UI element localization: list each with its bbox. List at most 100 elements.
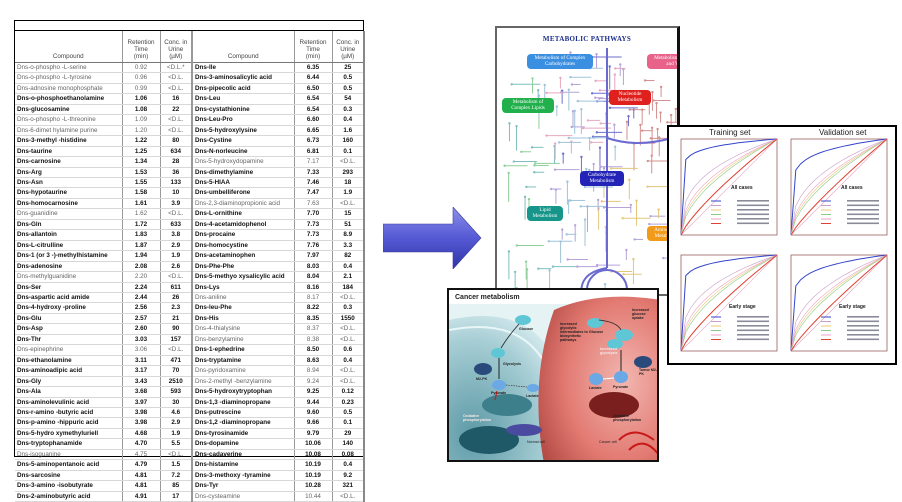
concentration-cell: <D.L. xyxy=(331,365,365,377)
retention-time-cell: 1.83 xyxy=(121,229,160,241)
concentration-cell: 133 xyxy=(159,177,192,189)
pathway-node xyxy=(515,244,519,247)
pathway-node xyxy=(566,258,569,261)
pathway-node xyxy=(553,168,557,171)
pathway-node xyxy=(622,273,625,276)
pathway-node xyxy=(588,168,591,172)
roc-legend-auc-text xyxy=(737,213,769,216)
pathway-node xyxy=(595,131,599,134)
retention-time-cell: 3.11 xyxy=(121,355,160,367)
pathway-node xyxy=(533,171,536,174)
retention-time-cell: 9.79 xyxy=(293,428,332,440)
compound-cell: Dns-L-ornithine xyxy=(191,208,294,220)
retention-time-cell: 8.94 xyxy=(293,365,332,377)
concentration-cell: 80 xyxy=(159,135,192,147)
retention-time-cell: 4.81 xyxy=(121,480,160,492)
compound-cell: Dns-5-methyo xysalicylic acid xyxy=(191,271,294,283)
concentration-cell: 2.1 xyxy=(331,271,365,283)
retention-time-cell: 7.70 xyxy=(293,208,332,220)
pathway-node xyxy=(586,119,590,122)
pathway-node xyxy=(530,146,534,149)
pathway-node xyxy=(545,91,548,95)
pathway-node xyxy=(646,185,649,188)
pathway-node xyxy=(533,164,536,167)
compound-cell: Dns-N-norleucine xyxy=(191,146,294,158)
roc-legend-auc-text xyxy=(737,209,769,211)
pathway-node xyxy=(602,167,606,170)
label-lactate-normal: Lactate xyxy=(526,394,539,398)
retention-time-cell: 6.81 xyxy=(293,146,332,158)
concentration-cell: <D.L. xyxy=(159,208,192,220)
pathway-node xyxy=(583,218,587,221)
pathway-node xyxy=(652,99,655,102)
compound-cell: Dns-4-hydroxy -proline xyxy=(15,302,122,314)
pathway-node xyxy=(537,267,540,270)
compound-cell: Dns-o-phospho -L-serine xyxy=(15,62,122,74)
concentration-cell: 293 xyxy=(331,167,365,179)
pathway-node xyxy=(625,120,629,124)
compound-cell: Dns-hypotaurine xyxy=(15,187,122,199)
roc-legend-auc-text xyxy=(737,316,769,318)
roc-legend-auc-text xyxy=(847,213,879,216)
retention-time-cell: 7.73 xyxy=(293,219,332,231)
roc-curve-nse xyxy=(790,254,888,352)
roc-curve-sma xyxy=(790,138,888,236)
retention-time-cell: 3.06 xyxy=(121,344,160,356)
pathway-node xyxy=(520,150,523,153)
roc-legend-auc-text xyxy=(737,204,769,207)
roc-curve-ca125 xyxy=(680,254,778,352)
pathway-node xyxy=(599,165,602,168)
retention-time-cell: 6.54 xyxy=(293,93,332,105)
pathway-node xyxy=(579,205,582,208)
label-increased-intermediates: Increased glycolytic intermediates to bi… xyxy=(560,322,588,342)
roc-curve-nse xyxy=(790,138,888,236)
roc-plot-frame xyxy=(790,138,888,236)
concentration-cell: <D.L. xyxy=(159,83,192,95)
concentration-cell: 51 xyxy=(331,219,365,231)
compound-cell: Dns-Ser xyxy=(15,282,122,293)
central-pathway-spine xyxy=(580,48,673,294)
concentration-cell: <D.L. xyxy=(159,125,192,137)
concentration-cell: <D.L. xyxy=(331,334,365,346)
concentration-cell: <D.L. xyxy=(331,491,365,502)
pathway-node xyxy=(595,53,598,56)
retention-time-cell: 6.54 xyxy=(293,104,332,116)
roc-reference-line xyxy=(790,138,888,236)
concentration-cell: 0.4 xyxy=(331,355,365,367)
roc-legend-auc-text xyxy=(847,329,879,332)
retention-time-cell: 1.87 xyxy=(121,240,160,252)
pathway-node xyxy=(596,198,600,202)
pathway-label-carbohydrate: Carbohydrate Metabolism xyxy=(580,171,624,187)
pathway-node xyxy=(524,260,528,263)
cancer-metabolism-art xyxy=(449,296,657,460)
concentration-cell: 2.3 xyxy=(159,302,192,314)
roc-legend-auc-text xyxy=(847,218,879,220)
concentration-cell: 0.5 xyxy=(331,407,365,419)
concentration-cell: 2.6 xyxy=(159,261,192,273)
pathway-node xyxy=(550,187,553,191)
roc-legend-auc-text xyxy=(737,338,769,341)
compound-cell: Dns-Cystine xyxy=(191,135,294,147)
pathway-node xyxy=(573,224,577,227)
pathway-node xyxy=(603,282,607,286)
retention-time-cell: 8.03 xyxy=(293,261,332,273)
roc-legend-auc-text xyxy=(737,218,769,220)
concentration-cell: 0.4 xyxy=(331,459,365,471)
retention-time-cell: 0.92 xyxy=(121,62,160,74)
concentration-cell: 471 xyxy=(159,355,192,367)
compound-cell: Dns-3-methyl -histidine xyxy=(15,135,122,147)
retention-time-cell: 3.98 xyxy=(121,407,160,419)
roc-curve-mel1 xyxy=(790,138,888,236)
retention-time-cell: 6.35 xyxy=(293,62,332,74)
retention-time-cell: 2.44 xyxy=(121,292,160,304)
retention-time-cell: 3.43 xyxy=(121,376,160,388)
label-oxphos-cancer: Oxidative phosphorylation xyxy=(613,414,642,422)
